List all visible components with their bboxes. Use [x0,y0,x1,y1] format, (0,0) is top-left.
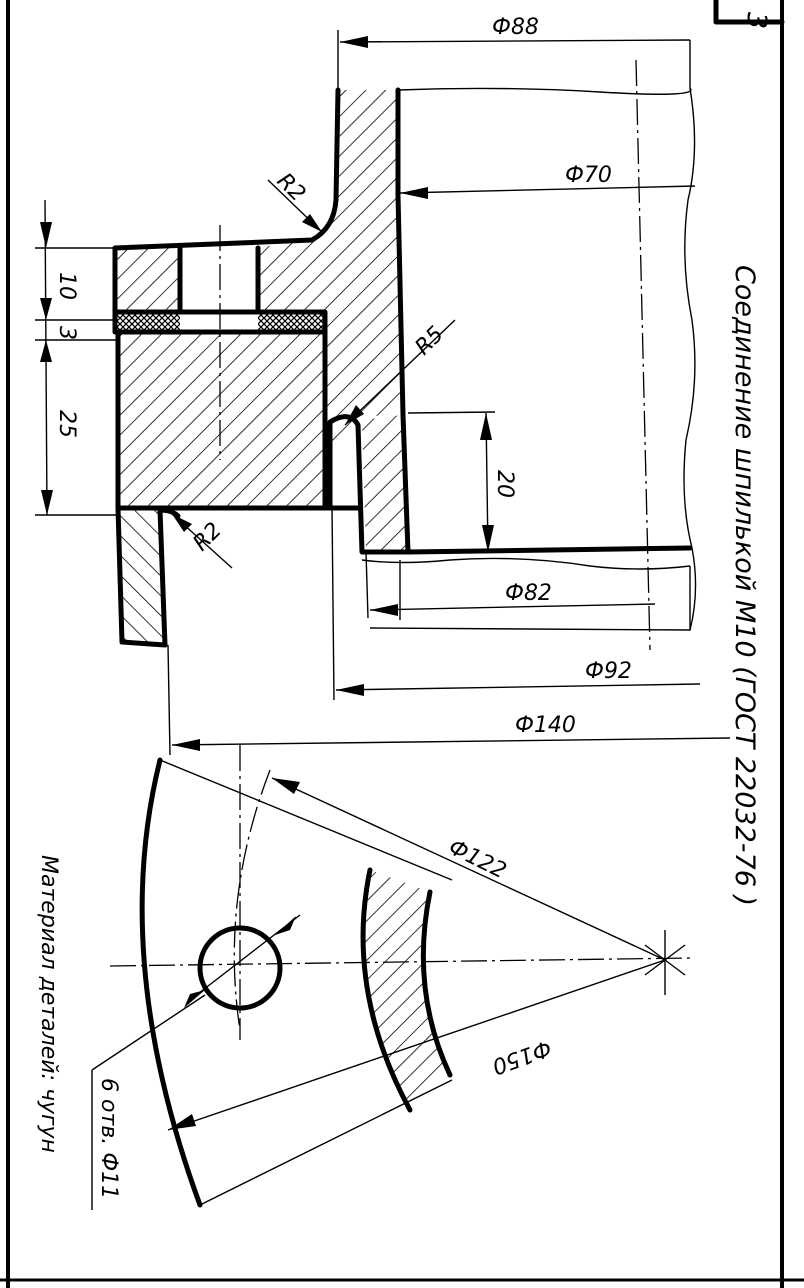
dimension-lines [35,30,731,756]
dim-d70: Ф70 [565,163,612,188]
drawing-title: Соединение шпилькой М10 (ГОСТ 22032-76 ) [729,265,760,906]
dim-d88: Ф88 [492,15,539,40]
dim-d140: Ф140 [515,713,576,738]
dim-d150: Ф150 [489,1034,555,1078]
dim-h25: 25 [54,410,79,438]
plan-view [91,745,691,1210]
sheet-number: 3 [741,12,772,29]
dim-h10: 10 [54,272,79,300]
material-note: Материал деталей: чугун [36,855,61,1153]
dim-r2-bottom: R2 [189,518,227,556]
bolt-hole [197,925,283,1011]
hole-note: 6 отв. Ф11 [96,1078,121,1199]
dim-d122: Ф122 [444,835,510,884]
dim-d82: Ф82 [505,581,552,606]
dim-r2-top: R2 [272,169,310,207]
dim-h20: 20 [492,470,517,498]
section-view [112,40,697,651]
dim-h3: 3 [54,326,79,340]
dim-d92: Ф92 [585,659,632,684]
dim-r5: R5 [411,322,449,360]
